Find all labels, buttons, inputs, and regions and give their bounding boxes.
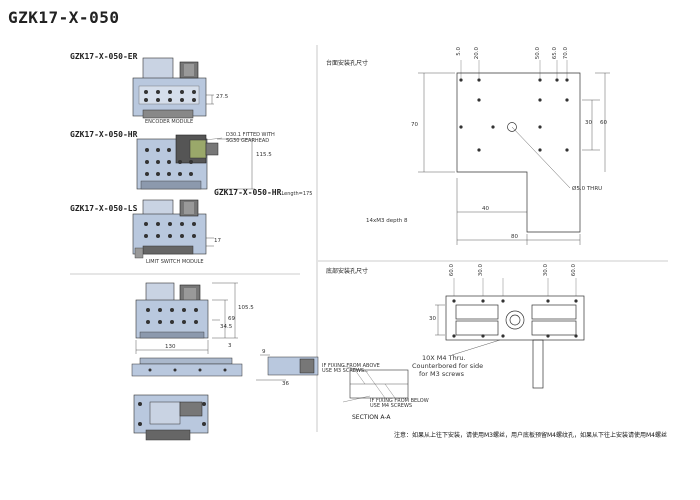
thru-hole-label: Ø5.0 THRU — [572, 186, 603, 192]
section-label: SECTION A-A — [352, 414, 391, 421]
bottom-stage-drawing — [133, 394, 209, 441]
side-profile-drawing — [131, 357, 243, 377]
top-mounting-plate-drawing — [418, 60, 610, 245]
installation-note: 注意：如果从上往下安装，请使用M3螺丝，用户底板预留M4螺纹孔，如果从下往上安装… — [394, 432, 667, 439]
page-title: GZK17-X-050 — [8, 8, 120, 27]
fixing-above-1: IF FIXING FROM ABOVE — [322, 363, 380, 369]
variant-label-hr-length: GZK17-X-050-HRLength=175 — [214, 188, 312, 197]
variant-label-er: GZK17-X-050-ER — [70, 52, 138, 61]
base-holes-2: Counterbored for side — [412, 362, 484, 370]
top-dim-70-vert: 70 — [411, 122, 418, 128]
encoder-caption: ENCODER MODULE — [145, 119, 194, 125]
ls-stage-drawing — [132, 199, 214, 259]
base-plate-drawing — [435, 278, 585, 389]
dim-34-5: 34.5 — [220, 324, 233, 330]
dim-105-5: 105.5 — [238, 305, 254, 311]
hr-stage-drawing — [136, 134, 255, 190]
top-dim-20: 20.0 — [474, 47, 480, 60]
front-view-drawing — [135, 282, 238, 354]
top-dim-30: 30 — [585, 120, 592, 126]
dim-17: 17 — [214, 238, 221, 244]
top-dim-60: 60 — [600, 120, 607, 126]
hr-length-suffix: Length=175 — [281, 191, 313, 197]
fixing-below-1: IF FIXING FROM BELOW — [370, 398, 429, 404]
top-dim-70: 70.0 — [563, 47, 569, 60]
base-dim-30-left: 30.0 — [478, 264, 484, 277]
top-dim-50: 50.0 — [535, 47, 541, 60]
hr-length-model: GZK17-X-050-HR — [214, 188, 282, 197]
limit-caption: LIMIT SWITCH MODULE — [146, 259, 204, 265]
variant-label-hr: GZK17-X-050-HR — [70, 130, 138, 139]
base-dim-60-right: 60.0 — [571, 264, 577, 277]
m3-depth-label: 14xM3 depth 8 — [366, 218, 408, 224]
base-dim-30-right: 30.0 — [543, 264, 549, 277]
gearhead-caption-1: D30.1 FITTED WITH — [226, 132, 275, 138]
dim-3: 3 — [228, 343, 232, 349]
dim-36: 36 — [282, 381, 289, 387]
dim-27-5: 27.5 — [216, 94, 229, 100]
gearhead-caption-2: SG30 GEARHEAD — [226, 138, 270, 144]
er-stage-drawing — [132, 57, 214, 119]
side-detail-drawing — [256, 354, 319, 381]
base-plate-heading: 底部安装孔尺寸 — [326, 268, 369, 275]
fixing-below-2: USE M4 SCREWS — [370, 403, 413, 409]
base-dim-30: 30 — [429, 316, 436, 322]
dim-130: 130 — [165, 344, 176, 350]
base-holes-3: for M3 screws — [419, 370, 465, 378]
base-holes-1: 10X M4 Thru. — [422, 354, 466, 362]
dim-9: 9 — [262, 349, 266, 355]
dim-115-5: 115.5 — [256, 152, 272, 158]
base-dim-60-left: 60.0 — [449, 264, 455, 277]
top-dim-40: 40 — [482, 206, 489, 212]
top-plate-heading: 台面安装孔尺寸 — [326, 60, 369, 67]
top-dim-80: 80 — [511, 234, 518, 240]
top-dim-65: 65.0 — [552, 47, 558, 60]
dim-69: 69 — [228, 316, 235, 322]
variant-label-ls: GZK17-X-050-LS — [70, 204, 138, 213]
fixing-above-2: USE M3 SCREWS — [322, 368, 365, 374]
top-dim-5: 5.0 — [456, 47, 462, 56]
section-aa-drawing — [342, 365, 409, 403]
